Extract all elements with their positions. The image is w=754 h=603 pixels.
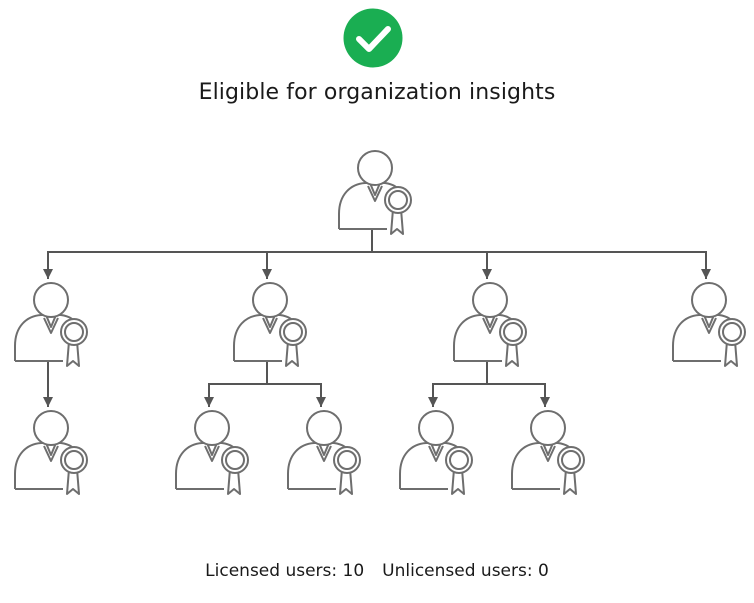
licensed-user-icon	[453, 282, 527, 367]
licensed-user-icon	[399, 410, 473, 495]
licensed-user-icon	[672, 282, 746, 367]
licensed-user-icon	[14, 282, 88, 367]
unlicensed-users-count: 0	[538, 561, 549, 581]
licensed-user-icon	[14, 410, 88, 495]
check-circle-icon	[343, 8, 403, 68]
licensed-users-count: 10	[342, 561, 365, 581]
org-chart-connectors	[43, 228, 711, 407]
licensed-users-label: Licensed users:	[205, 561, 338, 581]
licensed-user-icon	[338, 150, 412, 235]
licensed-user-icon	[511, 410, 585, 495]
eligibility-status-text: Eligible for organization insights	[198, 80, 556, 105]
license-summary: Licensed users: 10 Unlicensed users: 0	[0, 559, 754, 583]
licensed-user-icon	[175, 410, 249, 495]
licensed-user-icon	[233, 282, 307, 367]
org-chart-nodes	[14, 150, 746, 495]
unlicensed-users-label: Unlicensed users:	[382, 561, 533, 581]
licensed-user-icon	[287, 410, 361, 495]
